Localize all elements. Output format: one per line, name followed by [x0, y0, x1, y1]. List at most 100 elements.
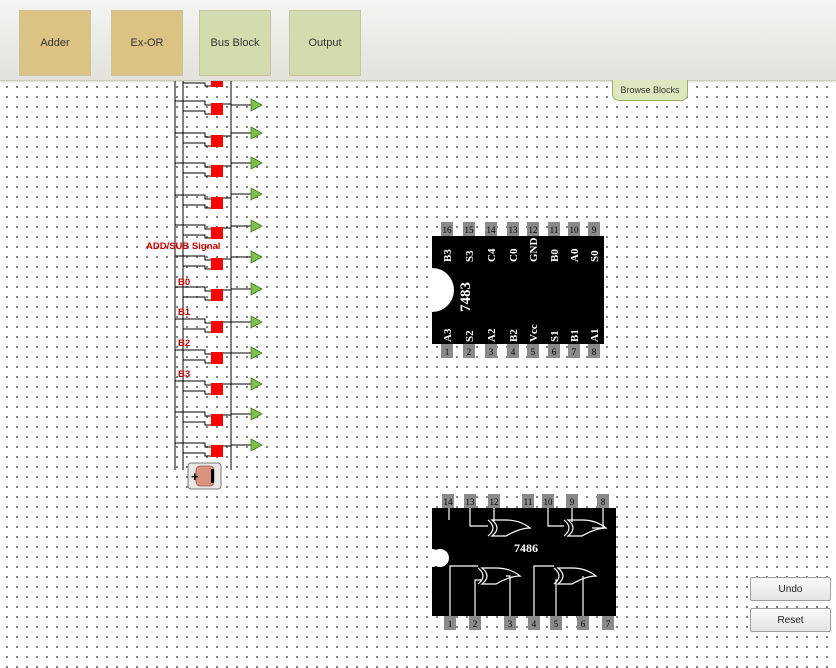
- svg-text:8: 8: [601, 497, 606, 507]
- xor-gates: [448, 508, 608, 616]
- toggle-switch[interactable]: [211, 165, 223, 177]
- chip-7486-pin[interactable]: 10: [542, 494, 554, 508]
- chip-7483-pin[interactable]: 4: [507, 344, 519, 358]
- output-led: [250, 346, 263, 360]
- chip-7486-pin[interactable]: 4: [528, 616, 540, 630]
- chip-7483-pin[interactable]: 12: [527, 222, 539, 236]
- svg-text:14: 14: [444, 497, 454, 507]
- chip-7486-pin[interactable]: 11: [522, 494, 534, 508]
- svg-text:5: 5: [554, 619, 559, 629]
- chip-7483-pin[interactable]: 11: [548, 222, 560, 236]
- chip-7486-pin[interactable]: 8: [597, 494, 609, 508]
- chip-7483-pin[interactable]: 7: [568, 344, 580, 358]
- chip-7483-pin[interactable]: 15: [463, 222, 475, 236]
- svg-text:11: 11: [524, 497, 533, 507]
- output-led: [250, 377, 263, 391]
- chip-7483-pin[interactable]: 16: [441, 222, 453, 236]
- toggle-switch[interactable]: [211, 227, 223, 239]
- svg-text:9: 9: [592, 225, 597, 235]
- output-led: [250, 156, 263, 170]
- svg-text:14: 14: [487, 225, 497, 235]
- chip-7483-pin[interactable]: 1: [441, 344, 453, 358]
- svg-text:9: 9: [570, 497, 575, 507]
- chip-7486-pin[interactable]: 13: [464, 494, 476, 508]
- svg-text:15: 15: [465, 225, 475, 235]
- toggle-switch[interactable]: [211, 258, 223, 270]
- chip-7483-pin-label: B3: [442, 249, 454, 262]
- svg-text:16: 16: [443, 225, 453, 235]
- svg-text:7: 7: [606, 619, 611, 629]
- svg-text:13: 13: [466, 497, 476, 507]
- svg-text:11: 11: [550, 225, 559, 235]
- chip-7486-pin[interactable]: 9: [566, 494, 578, 508]
- toggle-switch[interactable]: [211, 445, 223, 457]
- chip-7483-pin-label: S3: [464, 250, 476, 262]
- svg-text:7: 7: [572, 347, 577, 357]
- chip-7486-pin[interactable]: 5: [550, 616, 562, 630]
- chip-7486-pin[interactable]: 7: [602, 616, 614, 630]
- chip-7483-pin-label: B2: [508, 329, 520, 342]
- chip-7483-pin[interactable]: 6: [548, 344, 560, 358]
- b0-label: B0: [178, 277, 191, 288]
- undo-button[interactable]: Undo: [750, 577, 831, 601]
- ic-7486-chip[interactable]: 7486: [431, 508, 616, 616]
- chip-7483-pin[interactable]: 3: [485, 344, 497, 358]
- toggle-switch[interactable]: [211, 414, 223, 426]
- svg-text:12: 12: [490, 497, 499, 507]
- toggle-switch[interactable]: [211, 321, 223, 333]
- adder-block-button[interactable]: Adder: [19, 10, 91, 76]
- chip-7486-pin[interactable]: 1: [444, 616, 456, 630]
- svg-text:+: +: [191, 469, 199, 484]
- svg-text:6: 6: [552, 347, 557, 357]
- chip-7486-pin[interactable]: 12: [488, 494, 500, 508]
- output-led: [250, 187, 263, 201]
- svg-text:10: 10: [544, 497, 554, 507]
- toggle-switch[interactable]: [211, 135, 223, 147]
- chip-7483-pin-label: B1: [569, 329, 581, 342]
- output-led: [250, 250, 263, 264]
- output-led: [250, 407, 263, 421]
- chip-7483-pin[interactable]: 10: [568, 222, 580, 236]
- svg-text:1: 1: [445, 347, 450, 357]
- chip-7483-pin-label: C4: [486, 248, 498, 262]
- toggle-switch[interactable]: [211, 383, 223, 395]
- svg-text:3: 3: [508, 619, 513, 629]
- svg-text:13: 13: [509, 225, 519, 235]
- chip-7483-pin[interactable]: 8: [588, 344, 600, 358]
- chip-7483-name: 7483: [458, 282, 474, 312]
- svg-text:5: 5: [531, 347, 536, 357]
- chip-7486-pin[interactable]: 14: [442, 494, 454, 508]
- chip-7483-pin[interactable]: 9: [588, 222, 600, 236]
- toggle-switch[interactable]: [211, 352, 223, 364]
- svg-text:12: 12: [529, 225, 538, 235]
- chip-7483-pin[interactable]: 2: [463, 344, 475, 358]
- chip-7483-pin-label: A0: [569, 248, 581, 262]
- svg-text:8: 8: [592, 347, 597, 357]
- toggle-switch[interactable]: [211, 289, 223, 301]
- b2-label: B2: [178, 338, 191, 349]
- browse-blocks-tab[interactable]: Browse Blocks: [612, 80, 688, 101]
- chip-7483-pin[interactable]: 13: [507, 222, 519, 236]
- switch-column[interactable]: [211, 75, 223, 457]
- toggle-switch[interactable]: [211, 103, 223, 115]
- chip-7483-pin[interactable]: 5: [527, 344, 539, 358]
- chip-7483-pin[interactable]: 14: [485, 222, 497, 236]
- output-led: [250, 126, 263, 140]
- b3-label: B3: [178, 369, 191, 380]
- chip-7486-pin[interactable]: 2: [469, 616, 481, 630]
- svg-text:2: 2: [467, 347, 472, 357]
- reset-button[interactable]: Reset: [750, 608, 831, 632]
- output-block-button[interactable]: Output: [289, 10, 361, 76]
- toggle-switch[interactable]: [211, 197, 223, 209]
- output-led: [250, 438, 263, 452]
- chip-7486-pin[interactable]: 6: [577, 616, 589, 630]
- chip-7483-pin-label: A1: [589, 329, 601, 342]
- chip-7483-pin-label: A3: [442, 328, 454, 342]
- exor-block-button[interactable]: Ex-OR: [111, 10, 183, 76]
- bus-block-button[interactable]: Bus Block: [199, 10, 271, 76]
- ic-7483-chip[interactable]: 7483: [432, 236, 604, 344]
- addsub-signal-label: ADD/SUB Signal: [146, 241, 221, 252]
- chip-7486-pin[interactable]: 3: [504, 616, 516, 630]
- led-column: [250, 98, 263, 452]
